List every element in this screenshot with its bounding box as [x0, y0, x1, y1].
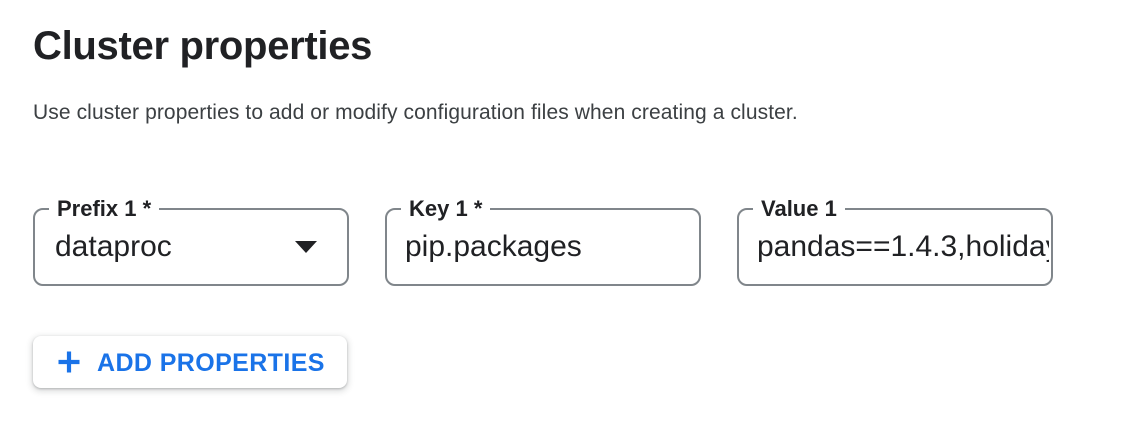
prefix-selected-value: dataproc	[55, 230, 172, 263]
page-title: Cluster properties	[33, 24, 373, 68]
value-input[interactable]	[739, 210, 1051, 284]
prefix-field[interactable]: Prefix 1 * dataproc	[33, 197, 349, 286]
dropdown-arrow-icon[interactable]	[295, 241, 317, 253]
prefix-select[interactable]: dataproc	[35, 210, 347, 284]
add-properties-button-label: ADD PROPERTIES	[97, 348, 325, 377]
key-field-label: Key 1 *	[401, 197, 491, 221]
property-row: Prefix 1 * dataproc Key 1 * Value 1	[33, 197, 1122, 286]
cluster-properties-section: Cluster properties Use cluster propertie…	[33, 24, 1122, 388]
page-description: Use cluster properties to add or modify …	[33, 101, 798, 124]
add-properties-button[interactable]: ADD PROPERTIES	[33, 336, 347, 388]
value-field[interactable]: Value 1	[737, 197, 1053, 286]
plus-icon	[55, 348, 83, 376]
key-input[interactable]	[387, 210, 699, 284]
prefix-field-label: Prefix 1 *	[49, 197, 160, 221]
value-field-label: Value 1	[753, 197, 845, 221]
key-field[interactable]: Key 1 *	[385, 197, 701, 286]
